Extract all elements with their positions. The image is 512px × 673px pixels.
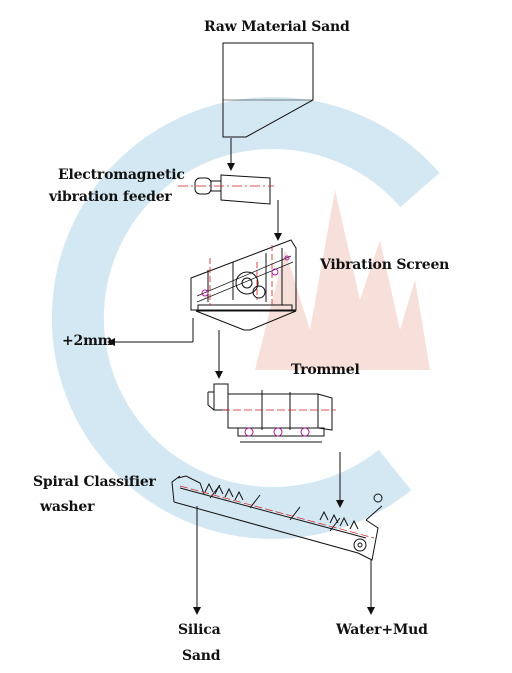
watermark-logo <box>51 97 440 539</box>
classifier-label-line2: washer <box>40 499 95 515</box>
raw-sand-hopper <box>222 42 314 138</box>
silica-label-line1: Silica <box>178 622 221 638</box>
spiral-classifier-washer <box>171 475 383 561</box>
vibration-feeder <box>178 174 274 205</box>
vibration-screen-label: Vibration Screen <box>320 257 450 273</box>
trommel-label: Trommel <box>291 362 360 378</box>
trommel <box>207 383 336 443</box>
vibration-screen <box>190 239 297 331</box>
silica-label-line2: Sand <box>182 648 221 664</box>
oversize-label: +2mm <box>62 333 113 349</box>
feeder-label-line2: vibration feeder <box>49 189 172 205</box>
feeder-label-line1: Electromagnetic <box>58 167 185 183</box>
classifier-label-line1: Spiral Classifier <box>33 474 156 490</box>
water-mud-label: Water+Mud <box>336 622 428 638</box>
raw-material-label: Raw Material Sand <box>204 19 350 35</box>
